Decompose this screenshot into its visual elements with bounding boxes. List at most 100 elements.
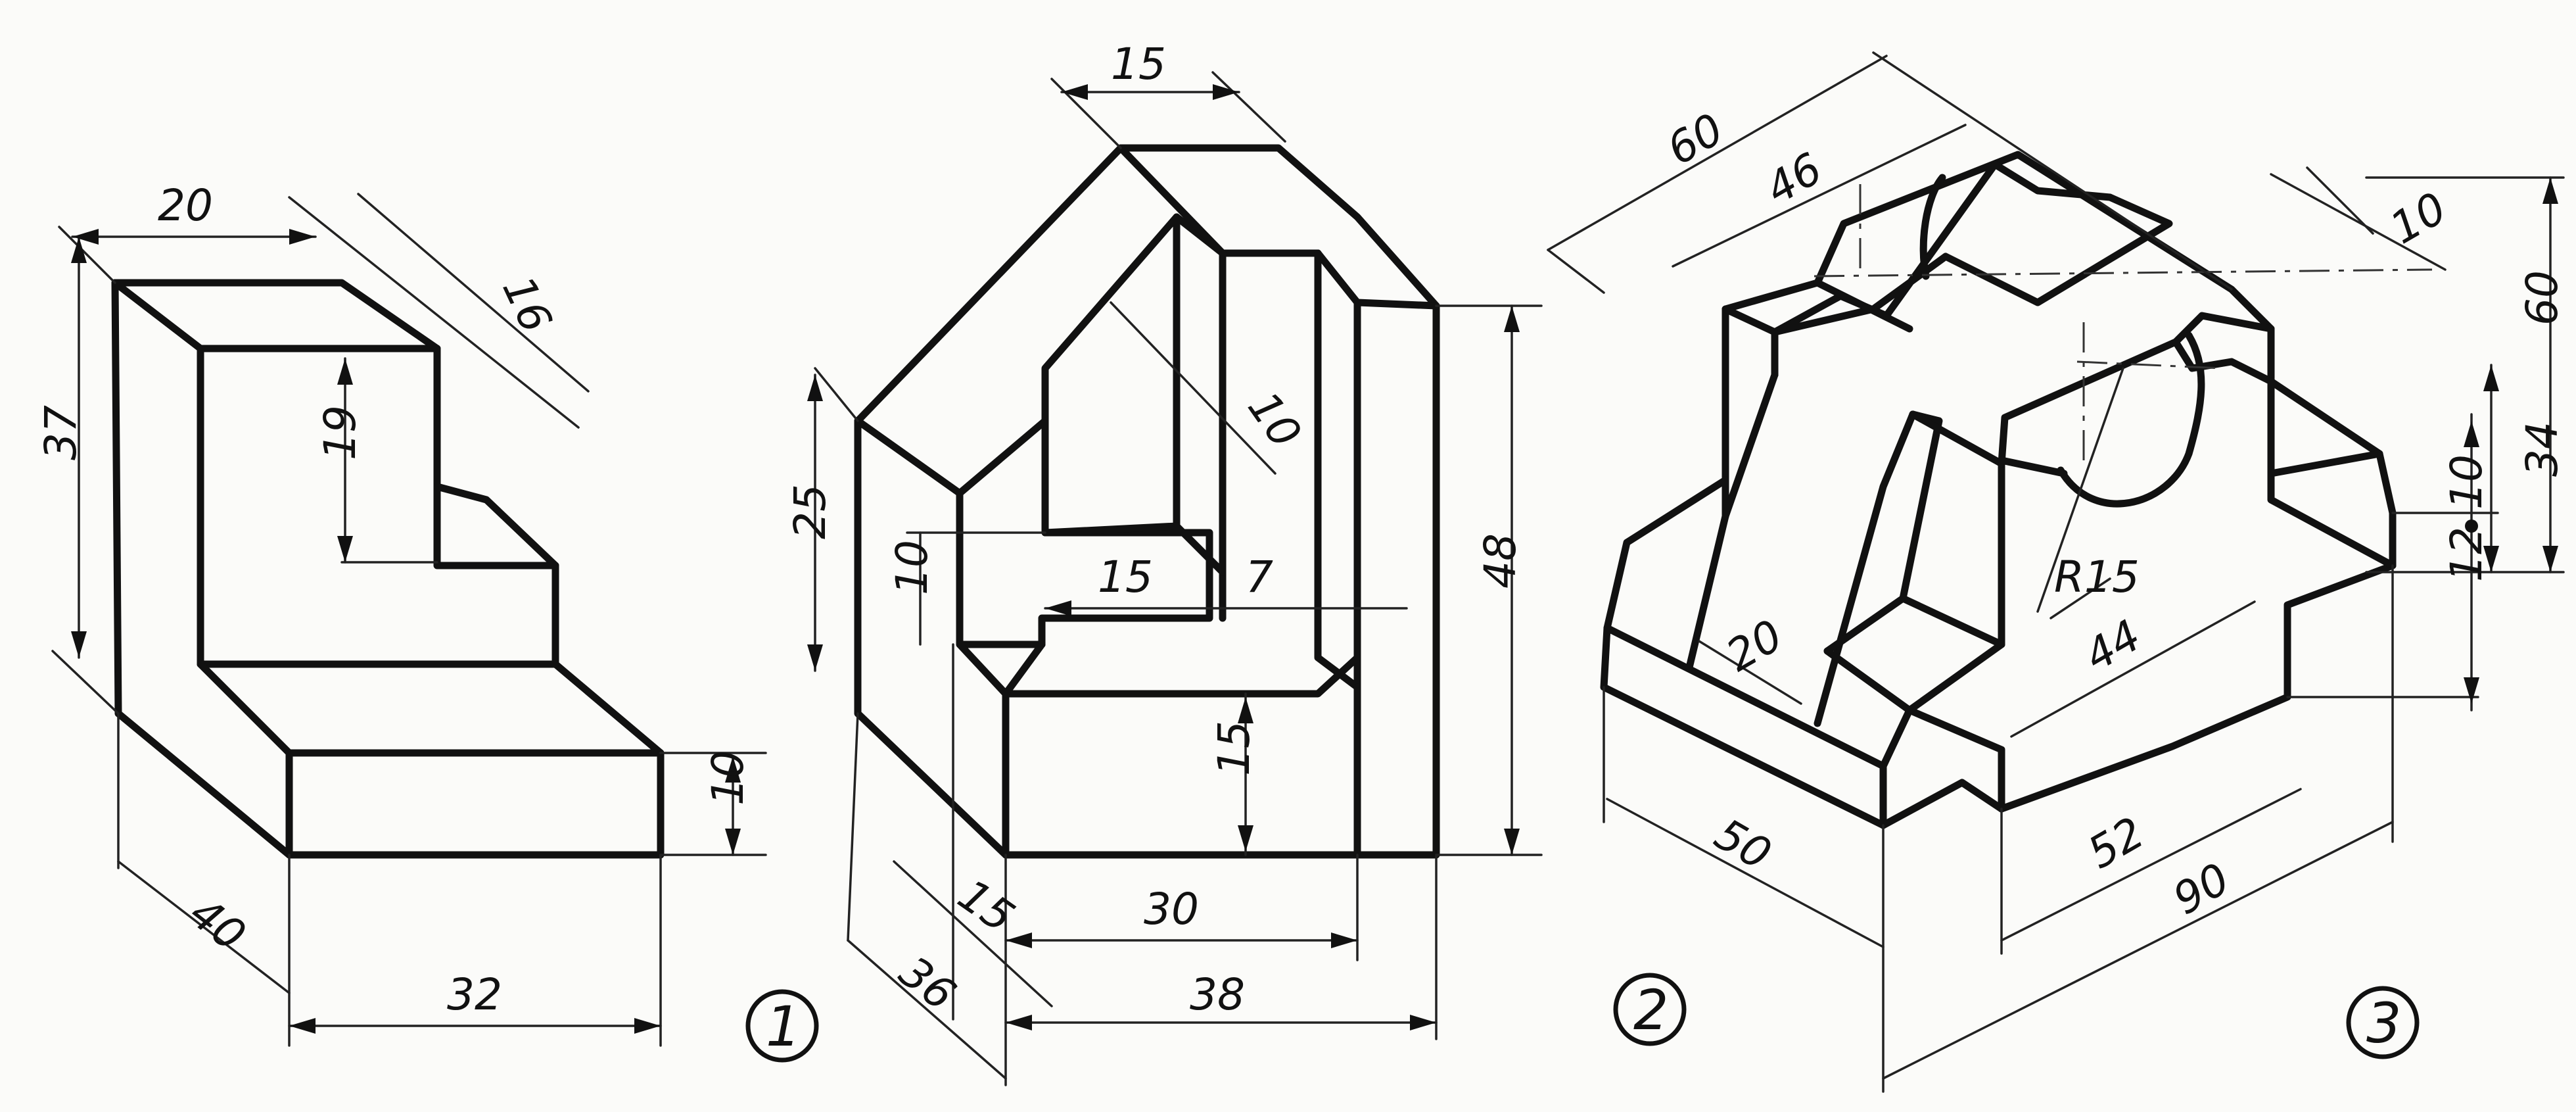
arrow-icon	[2542, 546, 2558, 572]
dim-line	[1672, 124, 1967, 268]
part-1-top-edge	[111, 279, 441, 352]
arrow-icon	[337, 358, 353, 385]
dim-label: 15	[1209, 721, 1259, 776]
arrow-icon	[72, 229, 99, 245]
part-1-outline	[111, 279, 665, 859]
dim-line	[1698, 640, 1802, 705]
dim-line	[1211, 71, 1286, 143]
dim-label: 48	[1475, 533, 1526, 589]
dim-label: 37	[35, 405, 86, 460]
center-line	[2076, 360, 2222, 370]
dim-line	[847, 712, 859, 942]
arrow-icon	[2483, 546, 2499, 572]
dim-label: 20	[158, 180, 213, 231]
part-2-front	[1002, 641, 1046, 698]
arrow-icon	[2483, 365, 2499, 391]
dim-line	[58, 226, 116, 284]
dim-line	[2270, 173, 2447, 271]
dim-label: 10	[703, 750, 753, 806]
dim-label: 10	[2441, 454, 2492, 510]
dim-label: 32	[447, 969, 502, 1020]
dim-label: 25	[785, 484, 835, 539]
arrow-icon	[2464, 421, 2479, 447]
arrow-icon	[1006, 932, 1032, 948]
arrow-icon	[1045, 600, 1071, 616]
arrow-icon	[2542, 178, 2558, 204]
figure-number-circle	[745, 989, 819, 1063]
dim-label: R15	[2054, 552, 2140, 602]
figure-number: 1	[766, 994, 801, 1059]
arrow-icon	[71, 237, 87, 263]
dim-label: 52	[2080, 808, 2153, 879]
dim-line	[1110, 301, 1276, 475]
dim-line	[1547, 249, 1605, 294]
part-2-slot-inner	[1041, 522, 1181, 537]
part-3-right-block	[2172, 338, 2275, 385]
arrow-icon	[289, 229, 316, 245]
dim-label: 20	[1718, 610, 1791, 682]
arrow-icon	[289, 1018, 316, 1034]
dim-line	[1547, 55, 1888, 251]
center-line	[1814, 268, 2433, 278]
dim-label: 15	[949, 869, 1023, 942]
part-3-pillar	[1721, 371, 1779, 520]
arrow-icon	[2464, 677, 2479, 704]
arrow-icon	[1213, 84, 1239, 100]
dim-line	[1872, 51, 2233, 291]
part-3-right-block	[1998, 312, 2275, 468]
arrow-icon	[634, 1018, 661, 1034]
arrow-icon	[1410, 1015, 1436, 1030]
dim-line	[1882, 821, 2394, 1080]
dim-line	[1606, 798, 1885, 948]
dim-label: 10	[887, 540, 937, 595]
dim-line	[1050, 78, 1122, 149]
dim-line	[847, 939, 1007, 1080]
part-3-front-slot	[1998, 456, 2068, 477]
arrow-icon	[1504, 306, 1520, 332]
dim-dot	[2465, 520, 2478, 533]
dim-line	[357, 193, 590, 393]
arrow-icon	[1238, 697, 1253, 723]
part-3-block	[1899, 594, 2005, 648]
arrow-icon	[1062, 84, 1088, 100]
dim-label: 19	[315, 405, 365, 460]
arrow-icon	[337, 536, 353, 562]
dim-label: 10	[2382, 183, 2455, 254]
dim-label: 34	[2517, 422, 2567, 477]
dim-label: 60	[1659, 104, 1732, 176]
part-3-arc-top	[1919, 174, 1946, 280]
dim-label: 38	[1190, 969, 1245, 1020]
part-3-arc-cut	[2057, 331, 2205, 508]
figure-number: 2	[1633, 978, 1668, 1042]
dim-label: 46	[1758, 143, 1831, 215]
part-1-inner-vertical	[197, 345, 559, 668]
dim-line	[814, 367, 859, 422]
dim-label: 15	[1098, 552, 1153, 602]
part-2-slot-inner	[1173, 522, 1227, 576]
part-3-top-slot	[1721, 305, 1779, 379]
part-2-isometric: 15 10 25 10 15 7 48 15 15 30 36 38	[785, 39, 1543, 1086]
dim-line	[2010, 600, 2256, 738]
dim-label: 16	[492, 268, 561, 340]
dim-label: 40	[180, 887, 255, 961]
arrow-icon	[807, 375, 823, 401]
figure-number: 3	[2366, 991, 2401, 1055]
dim-label: 30	[1144, 884, 1199, 934]
arrow-icon	[725, 829, 741, 855]
part-1-base-front	[197, 660, 665, 757]
arrow-icon	[807, 644, 823, 671]
dim-label: 60	[2517, 270, 2567, 326]
arrow-icon	[1504, 829, 1520, 855]
part-2-back	[1314, 249, 1361, 691]
part-1-isometric: 20 16 37 19 10 40 32 1	[35, 180, 819, 1063]
dim-line	[893, 860, 1053, 1007]
dim-label: 44	[2076, 610, 2149, 682]
dim-label: 12	[2441, 527, 2492, 582]
dim-label: 15	[1111, 39, 1166, 89]
part-3-right-block	[2267, 470, 2397, 569]
part-2-base-step	[956, 641, 1361, 698]
part-3-block	[1823, 410, 2005, 714]
figure-number-circle	[2346, 986, 2420, 1059]
